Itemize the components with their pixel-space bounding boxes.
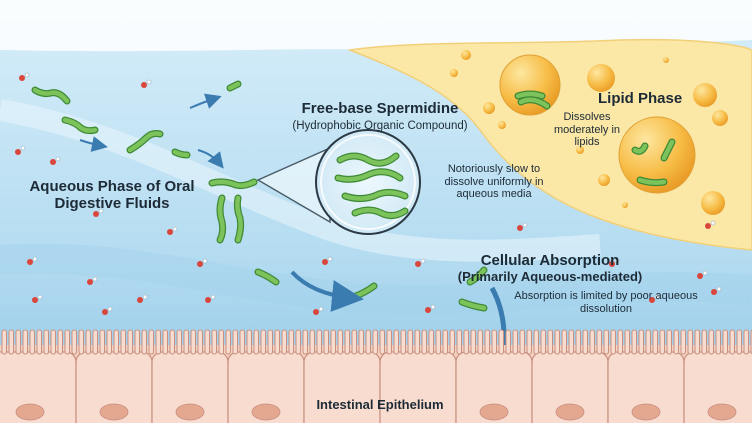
intestinal-epithelium xyxy=(0,329,752,423)
absorption-note: Absorption is limited by poor aqueous di… xyxy=(514,290,698,315)
lipid-phase-title: Lipid Phase xyxy=(598,90,683,107)
absorption-subtitle: (Primarily Aqueous-mediated) xyxy=(457,269,643,284)
lipid-droplets xyxy=(450,50,728,215)
slow-dissolution-note: Notoriously slow to dissolve uniformly i… xyxy=(444,163,544,201)
flow-arrow-large xyxy=(290,270,364,312)
absorption-title: Cellular Absorption xyxy=(480,252,620,269)
spermidine-title: Free-base Spermidine xyxy=(301,100,459,117)
spermidine-subtitle: (Hydrophobic Organic Compound) xyxy=(292,120,468,132)
epithelium-label: Intestinal Epithelium xyxy=(316,397,444,412)
lipid-phase-region xyxy=(347,38,752,251)
water-molecules xyxy=(15,72,722,315)
lipid-solubility-note: Dissolves moderately in lipids xyxy=(553,111,621,149)
magnifier-lens xyxy=(315,129,421,235)
aqueous-phase-label: Aqueous Phase of Oral Digestive Fluids xyxy=(29,178,195,213)
flow-arrows xyxy=(79,93,224,169)
